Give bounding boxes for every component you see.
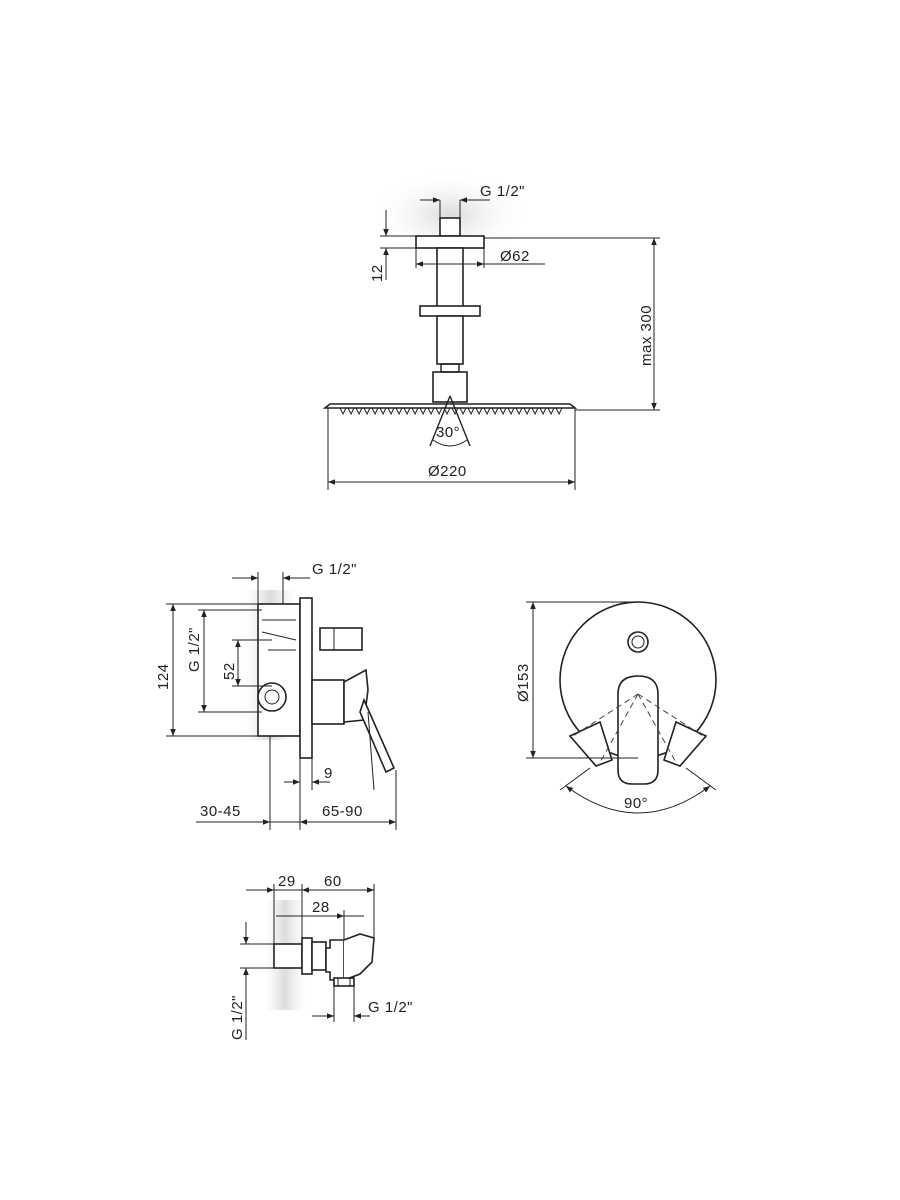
nozzle <box>379 407 387 416</box>
outlet-width-c-label: 28 <box>312 899 330 916</box>
nozzle <box>547 407 555 416</box>
flange-height-label: 12 <box>369 264 386 282</box>
nozzle <box>363 407 371 416</box>
nozzle <box>475 407 483 416</box>
wall-outlet-view: 29 60 28 G 1/2" G 1/2" <box>229 873 413 1040</box>
plate-thickness-label: 9 <box>324 765 333 782</box>
flange-diameter-label: Ø62 <box>500 248 530 265</box>
nozzle <box>371 407 379 416</box>
nozzle <box>483 407 491 416</box>
shower-head-view: G 1/2" Ø62 12 max 300 30° Ø220 <box>322 170 660 490</box>
nozzle <box>395 407 403 416</box>
nozzle <box>387 407 395 416</box>
mixer-height-label: 124 <box>155 663 172 690</box>
nozzle <box>555 407 563 416</box>
outlet-thread-left-label: G 1/2" <box>229 995 246 1040</box>
nozzle <box>355 407 363 416</box>
shower-thread-label: G 1/2" <box>480 183 525 200</box>
head-diameter-label: Ø220 <box>428 463 467 480</box>
nozzle <box>435 407 443 416</box>
spray-angle-label: 30° <box>436 424 460 441</box>
front-diameter-label: Ø153 <box>515 663 532 702</box>
mixer-thread-side-label: G 1/2" <box>186 627 203 672</box>
nozzle <box>339 407 347 416</box>
max-height-label: max 300 <box>638 305 655 366</box>
mixer-handle <box>568 675 708 785</box>
wall-depth-label: 30-45 <box>200 803 241 820</box>
nozzle <box>427 407 435 416</box>
nozzle <box>451 407 459 416</box>
nozzle <box>459 407 467 416</box>
outlet-depth-label: 65-90 <box>322 803 363 820</box>
nozzle <box>347 407 355 416</box>
nozzle <box>419 407 427 416</box>
nozzle <box>515 407 523 416</box>
nozzle <box>411 407 419 416</box>
mixer-front-view: Ø153 90° <box>515 601 717 814</box>
outlet-thread-bottom-label: G 1/2" <box>368 999 413 1016</box>
shower-plate <box>322 395 578 447</box>
mixer-body <box>257 597 396 791</box>
outlet-width-b-label: 60 <box>324 873 342 890</box>
mixer-offset-label: 52 <box>221 662 238 680</box>
nozzle <box>539 407 547 416</box>
shower-arm <box>415 217 485 403</box>
outlet-width-a-label: 29 <box>278 873 296 890</box>
wall-outlet-body <box>273 933 375 987</box>
nozzle <box>507 407 515 416</box>
nozzle <box>403 407 411 416</box>
nozzle <box>491 407 499 416</box>
mixer-thread-top-label: G 1/2" <box>312 561 357 578</box>
nozzle <box>531 407 539 416</box>
mixer-side-view: G 1/2" 124 G 1/2" 52 9 30-45 65-90 <box>155 561 397 830</box>
nozzle <box>467 407 475 416</box>
nozzle <box>523 407 531 416</box>
nozzle <box>499 407 507 416</box>
rotation-label: 90° <box>624 795 648 812</box>
